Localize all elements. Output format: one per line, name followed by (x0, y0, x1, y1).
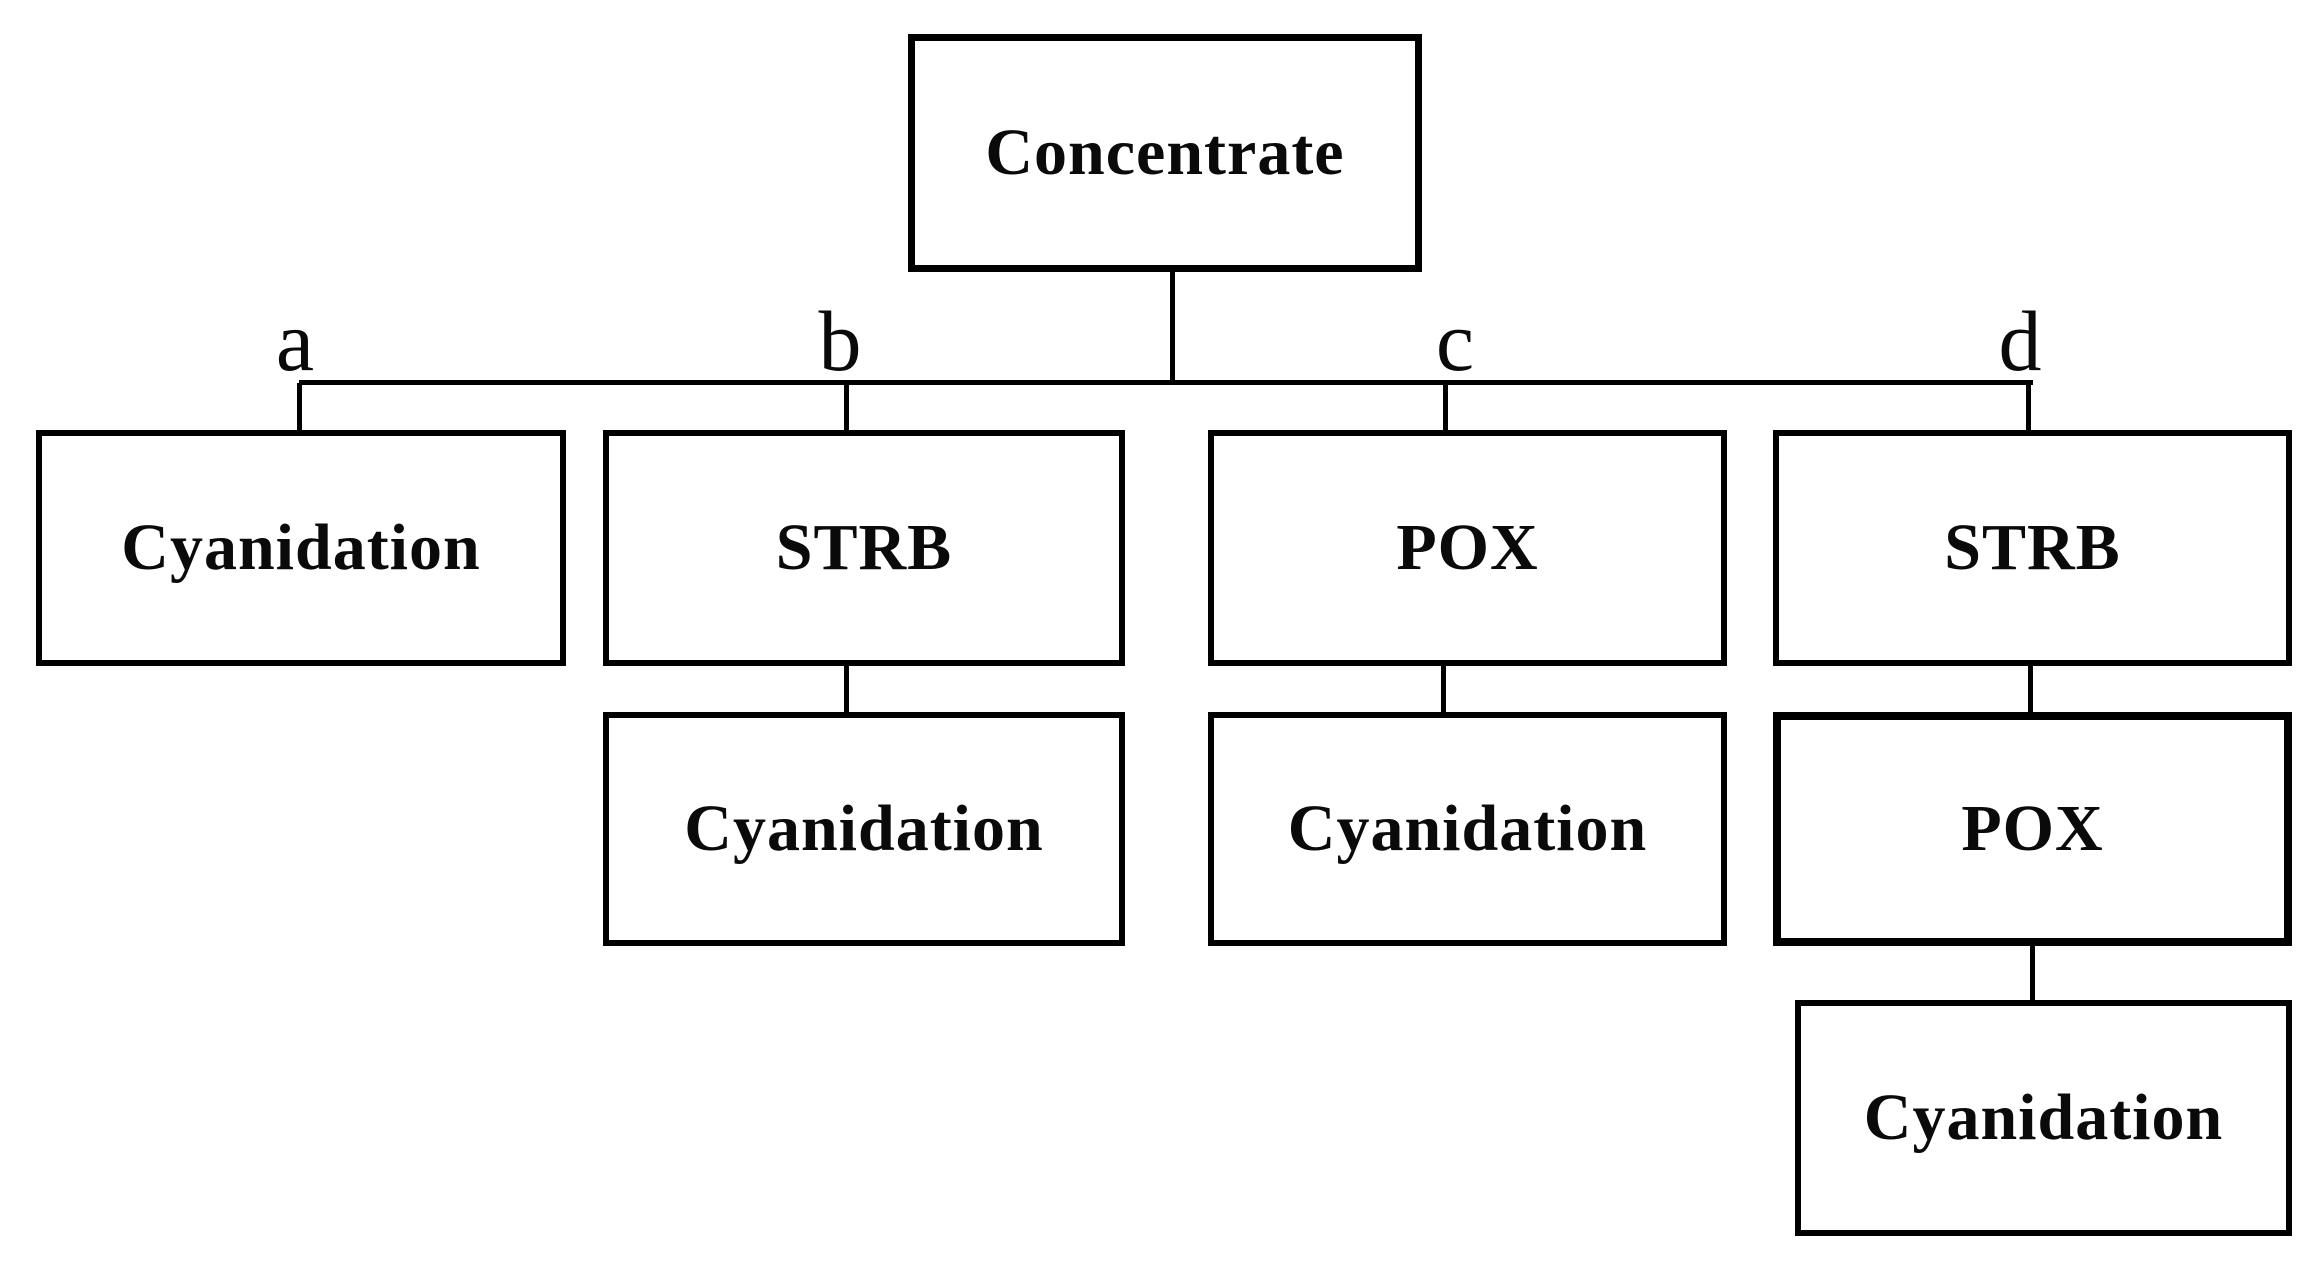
connector-drop-d (2026, 380, 2031, 431)
node-cyanidation-branch-a: Cyanidation (36, 430, 566, 666)
node-cyanidation-branch-c: Cyanidation (1208, 712, 1727, 946)
connector-pox-to-cyanidation-c (1441, 664, 1446, 713)
branch-label-a: a (275, 293, 315, 389)
connector-strb-to-cyanidation-b (844, 664, 849, 713)
node-pox-branch-c: POX (1208, 430, 1727, 666)
node-cyanidation-branch-b: Cyanidation (603, 712, 1125, 946)
connector-root-stem (1170, 272, 1175, 382)
branch-label-b: b (818, 293, 862, 389)
connector-horizontal-bar (299, 380, 2033, 385)
node-pox-branch-d: POX (1773, 712, 2292, 946)
branch-label-d: d (1998, 293, 2042, 389)
connector-strb-to-pox-d (2028, 664, 2033, 713)
node-concentrate: Concentrate (908, 34, 1422, 272)
connector-drop-c (1443, 383, 1448, 431)
node-strb-branch-d: STRB (1773, 430, 2292, 666)
connector-drop-a (297, 383, 302, 431)
branch-label-c: c (1435, 293, 1475, 389)
connector-drop-b (844, 383, 849, 431)
node-strb-branch-b: STRB (603, 430, 1125, 666)
node-cyanidation-branch-d: Cyanidation (1795, 1000, 2292, 1236)
connector-pox-to-cyanidation-d (2030, 944, 2035, 1001)
